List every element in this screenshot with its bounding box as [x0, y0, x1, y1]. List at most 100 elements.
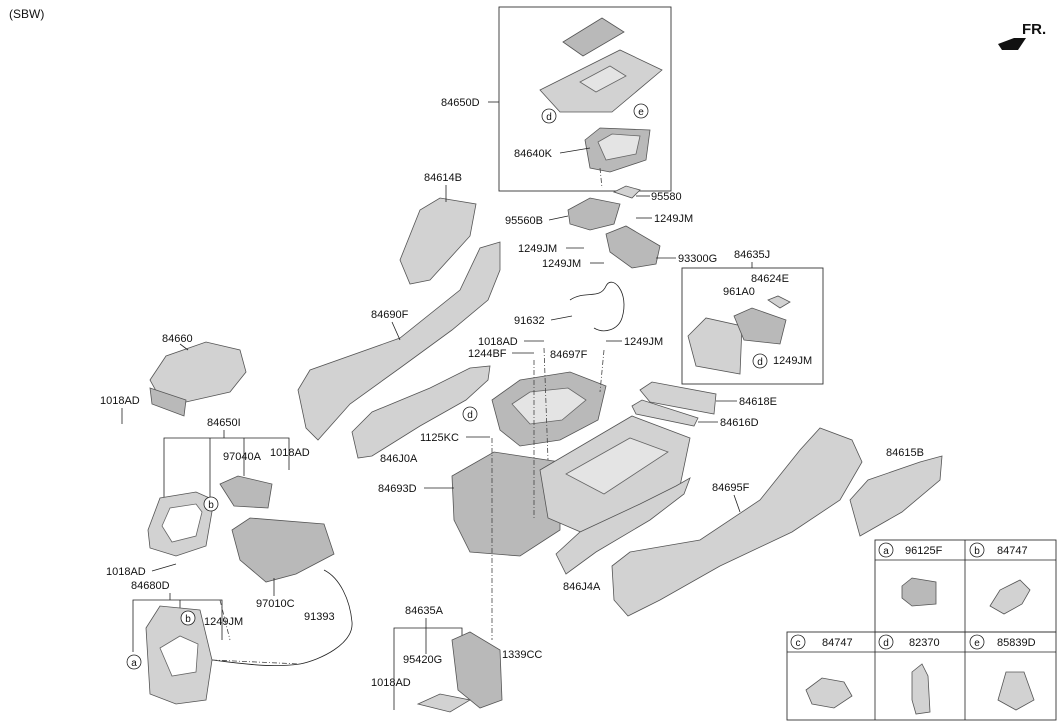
lower-trim-846J4A-part — [555, 477, 691, 575]
callout-1249JM-e: 1249JM — [624, 336, 663, 348]
callout-84697F: 84697F — [550, 349, 588, 361]
group-bracket-84635A — [393, 627, 463, 710]
leader — [151, 563, 177, 572]
callout-84614B: 84614B — [424, 172, 462, 184]
callout-1018AD-d: 1018AD — [106, 566, 146, 578]
legend-part-84747-b: 84747 — [997, 545, 1028, 557]
legend-letter-e: e — [974, 638, 980, 649]
legend-letter-b: b — [974, 546, 980, 557]
legend-circle-e — [969, 634, 985, 650]
lower-trim-846J0A-part — [351, 365, 491, 459]
switch-module-part — [733, 307, 787, 345]
legend-circle-a — [878, 542, 894, 558]
ref-circle-d — [541, 108, 557, 124]
ref-letter-a: a — [131, 658, 137, 669]
callout-961A0: 961A0 — [723, 286, 755, 298]
callout-1339CC: 1339CC — [502, 649, 542, 661]
callout-93300G: 93300G — [678, 253, 717, 265]
callout-846J4A: 846J4A — [563, 581, 601, 593]
guide-line — [211, 659, 301, 665]
legend-circle-d — [878, 634, 894, 650]
callout-1249JM-b: 1249JM — [518, 243, 557, 255]
callout-91632: 91632 — [514, 315, 545, 327]
bracket-95580-part — [612, 185, 641, 199]
callout-1018AD-a: 1018AD — [478, 336, 518, 348]
legend-image-d — [911, 663, 931, 715]
wireless-charger-93300G-part — [605, 225, 661, 269]
legend-image-b — [989, 579, 1031, 615]
leader — [550, 315, 573, 321]
leader — [179, 343, 189, 351]
callout-84695F: 84695F — [712, 482, 750, 494]
cup-holder-inner — [597, 133, 641, 161]
callout-84618E: 84618E — [739, 396, 777, 408]
callout-84624E: 84624E — [751, 273, 789, 285]
callout-84693D: 84693D — [378, 483, 417, 495]
guide-line — [543, 347, 549, 461]
callout-1249JM-d: 1249JM — [773, 355, 812, 367]
ref-letter-e: e — [638, 107, 644, 118]
bracket-84616D-part — [631, 399, 699, 427]
cable-91393 — [211, 569, 353, 667]
callout-1244BF: 1244BF — [468, 348, 507, 360]
callout-97010C: 97010C — [256, 598, 295, 610]
ref-letter-d: d — [467, 410, 473, 421]
ref-letter-d: d — [546, 112, 552, 123]
trim-plate-part — [562, 17, 625, 57]
ref-circle-b — [203, 496, 219, 512]
switch-group-box — [681, 267, 824, 385]
duct-97010C-part — [231, 517, 335, 583]
side-trim-84695F-part — [611, 427, 863, 617]
callout-84616D: 84616D — [720, 417, 759, 429]
group-bracket-84650I — [163, 437, 290, 500]
legend-row-bottom — [786, 631, 1057, 721]
ref-circle-d — [462, 406, 478, 422]
legend-part-82370: 82370 — [909, 637, 940, 649]
module-95560B-part — [567, 197, 621, 231]
callout-1018AD-e: 1018AD — [371, 677, 411, 689]
shifter-module-part — [451, 631, 503, 709]
callout-84680D: 84680D — [131, 580, 170, 592]
legend-letter-d: d — [883, 638, 889, 649]
ref-circle-b — [180, 610, 196, 626]
callout-84635A: 84635A — [405, 605, 444, 617]
side-panel-84614B-part — [399, 197, 477, 285]
callout-1249JM-a: 1249JM — [654, 213, 693, 225]
connector-84624E-part — [767, 295, 791, 309]
legend-table: a 96125F b 84747 c 84747 d 82370 e 85839… — [786, 539, 1057, 721]
tray-mat — [565, 437, 669, 495]
main-console-84693D-part — [451, 451, 561, 557]
callout-84690F: 84690F — [371, 309, 409, 321]
shifter-bracket-part — [416, 693, 472, 713]
legend-part-96125F: 96125F — [905, 545, 943, 557]
frame-inner — [511, 387, 587, 425]
group-bracket-84680D — [132, 599, 223, 652]
ref-circle-a — [126, 654, 142, 670]
rear-bezel-opening — [161, 503, 203, 543]
legend-letter-a: a — [883, 546, 889, 557]
guide-line — [219, 599, 231, 641]
callout-95420G: 95420G — [403, 654, 442, 666]
ref-circle-d — [752, 353, 768, 369]
guide-line — [599, 167, 603, 189]
leader — [548, 215, 569, 221]
ref-letter-b: b — [185, 614, 191, 625]
armrest-hinge-part — [149, 387, 187, 417]
callout-84640K: 84640K — [514, 148, 553, 160]
legend-part-84747-c: 84747 — [822, 637, 853, 649]
callout-95580: 95580 — [651, 191, 682, 203]
callout-846J0A: 846J0A — [380, 453, 418, 465]
legend-letter-c: c — [796, 638, 801, 649]
callout-84660: 84660 — [162, 333, 193, 345]
upper-console-group-box — [498, 6, 672, 192]
guide-line — [599, 349, 605, 393]
side-trim-84690F-part — [297, 241, 501, 441]
panel-84615B-part — [849, 455, 943, 537]
callout-1018AD-c: 1018AD — [270, 447, 310, 459]
leader — [391, 321, 401, 341]
callout-1249JM-f: 1249JM — [204, 616, 243, 628]
callout-91393: 91393 — [304, 611, 335, 623]
legend-image-e — [997, 671, 1035, 711]
ref-letter-b: b — [208, 500, 214, 511]
